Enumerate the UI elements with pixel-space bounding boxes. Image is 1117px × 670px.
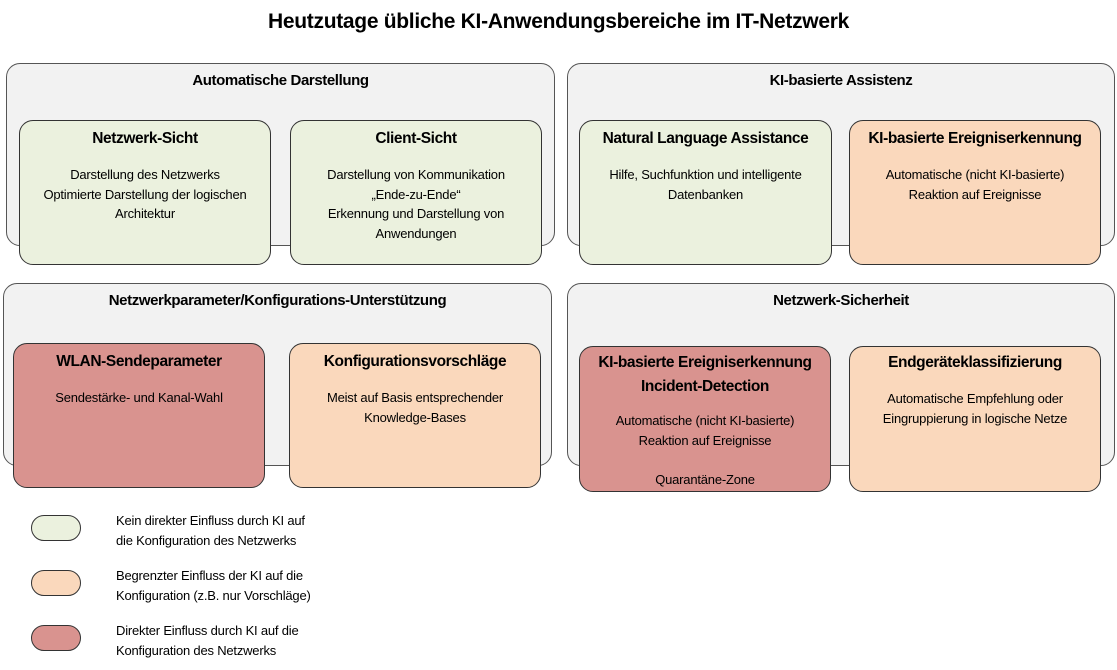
card-konfigurationsvorschlaege: Konfigurationsvorschläge Meist auf Basis… [289, 343, 541, 488]
card-body-line: Eingruppierung in logische Netze [882, 410, 1068, 426]
group-title: Automatische Darstellung [192, 72, 369, 89]
card-title: Client-Sicht [375, 130, 457, 147]
card-title: Incident-Detection [640, 378, 769, 395]
legend-swatch-red [31, 625, 81, 651]
card-body-line: Sendestärke- und Kanal-Wahl [55, 390, 223, 405]
card-body-line: Datenbanken [667, 186, 744, 202]
card-body-line: Optimierte Darstellung der logischen [43, 186, 247, 202]
card-body: Darstellung von Kommunikation „Ende-zu-E… [295, 165, 537, 243]
legend-item-no-direct-influence: Kein direkter Einfluss durch KI auf die … [31, 513, 451, 555]
card-title: KI-basierte Ereigniserkennung [598, 354, 812, 371]
card-wlan-sendeparameter: WLAN-Sendeparameter Sendestärke- und Kan… [13, 343, 265, 488]
card-body: Automatische (nicht KI-basierte) Reaktio… [584, 411, 826, 489]
card-title: Netzwerk-Sicht [92, 130, 198, 147]
card-title: Konfigurationsvorschläge [323, 353, 507, 370]
card-title: KI-basierte Ereigniserkennung [868, 130, 1082, 147]
card-ki-basierte-ereigniserkennung: KI-basierte Ereigniserkennung Automatisc… [849, 120, 1101, 265]
card-netzwerk-sicht: Netzwerk-Sicht Darstellung des Netzwerks… [19, 120, 271, 265]
card-body: Automatische Empfehlung oder Eingruppier… [854, 389, 1096, 428]
group-title: KI-basierte Assistenz [769, 72, 913, 89]
card-endgeraeteklassifizierung: Endgeräteklassifizierung Automatische Em… [849, 346, 1101, 492]
card-body-line: Darstellung von Kommunikation [327, 167, 505, 182]
group-title: Netzwerk-Sicherheit [773, 292, 909, 309]
card-body: Meist auf Basis entsprechender Knowledge… [294, 388, 536, 427]
card-body-line: Hilfe, Suchfunktion und intelligente [609, 167, 802, 182]
card-body-line: Automatische (nicht KI-basierte) [615, 413, 795, 428]
card-body-line: Erkennung und Darstellung von [327, 206, 505, 221]
legend-text: Direkter Einfluss durch KI auf die Konfi… [116, 621, 299, 661]
card-title: Natural Language Assistance [602, 130, 809, 147]
card-body-line: Architektur [115, 206, 175, 221]
card-body-line: Automatische Empfehlung oder [887, 391, 1063, 406]
legend-item-limited-influence: Begrenzter Einfluss der KI auf die Konfi… [31, 568, 451, 610]
card-natural-language-assistance: Natural Language Assistance Hilfe, Suchf… [579, 120, 832, 265]
card-body-line: Knowledge-Bases [364, 409, 466, 425]
card-body: Automatische (nicht KI-basierte) Reaktio… [854, 165, 1096, 204]
legend-line: Direkter Einfluss durch KI auf die [116, 623, 299, 638]
card-body-line: Reaktion auf Ereignisse [908, 186, 1042, 202]
card-body-line: Meist auf Basis entsprechender [326, 390, 504, 405]
legend-swatch-orange [31, 570, 81, 596]
legend-text: Kein direkter Einfluss durch KI auf die … [116, 511, 305, 551]
card-body: Sendestärke- und Kanal-Wahl [18, 388, 260, 408]
card-body: Darstellung des Netzwerks Optimierte Dar… [24, 165, 266, 224]
legend-line: Konfiguration (z.B. nur Vorschläge) [116, 588, 311, 603]
card-incident-detection: KI-basierte Ereigniserkennung Incident-D… [579, 346, 831, 492]
legend-line: die Konfiguration des Netzwerks [116, 533, 297, 548]
card-body-line: Reaktion auf Ereignisse [638, 432, 772, 448]
card-title: WLAN-Sendeparameter [56, 353, 222, 370]
card-body-line: Automatische (nicht KI-basierte) [885, 167, 1065, 182]
group-title: Netzwerkparameter/Konfigurations-Unterst… [108, 292, 447, 309]
legend-line: Konfiguration des Netzwerks [116, 643, 277, 658]
card-body-line: „Ende-zu-Ende“ [371, 186, 461, 202]
card-body-line: Anwendungen [375, 225, 457, 241]
legend-swatch-green [31, 515, 81, 541]
card-body-line: Quarantäne-Zone [655, 471, 755, 487]
card-body: Hilfe, Suchfunktion und intelligente Dat… [584, 165, 827, 204]
diagram-title: Heutzutage übliche KI-Anwendungsbereiche… [268, 10, 849, 33]
legend-item-direct-influence: Direkter Einfluss durch KI auf die Konfi… [31, 623, 451, 665]
card-body-line: Darstellung des Netzwerks [70, 167, 220, 182]
card-client-sicht: Client-Sicht Darstellung von Kommunikati… [290, 120, 542, 265]
legend-text: Begrenzter Einfluss der KI auf die Konfi… [116, 566, 311, 606]
card-body-spacer [584, 450, 826, 470]
card-title: Endgeräteklassifizierung [888, 354, 1062, 371]
legend-line: Begrenzter Einfluss der KI auf die [116, 568, 303, 583]
legend-line: Kein direkter Einfluss durch KI auf [116, 513, 305, 528]
